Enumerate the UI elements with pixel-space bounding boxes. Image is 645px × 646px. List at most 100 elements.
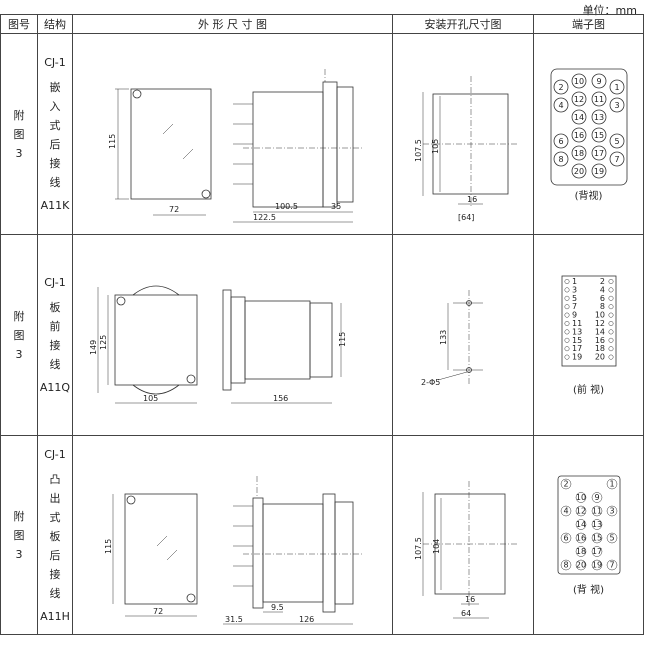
dim-text: 105 — [143, 394, 158, 403]
terminal-number: 10 — [573, 77, 583, 86]
fig-char: 附 — [13, 509, 25, 523]
terminal-number: 7 — [609, 560, 614, 569]
dim-text: 72 — [153, 607, 163, 616]
fig-char: 图 — [13, 328, 25, 342]
fig-char: 图 — [13, 528, 25, 542]
mount-drawing-3: 107.5 104 16 64 — [392, 435, 534, 635]
terminal-circle — [591, 518, 602, 530]
header-outline: 外 形 尺 寸 图 — [72, 14, 393, 34]
view-label: (背 视) — [573, 584, 604, 596]
dim-text: 149 — [89, 340, 98, 355]
terminal-circle — [608, 312, 613, 318]
terminal-number: 12 — [573, 95, 583, 104]
terminal-frame — [550, 68, 627, 185]
terminal-circle — [571, 109, 586, 124]
table-row: 附 图 3 CJ-1 凸 出 式 板 后 接 线 A11H 115 72 — [0, 435, 644, 635]
terminal-number: 17 — [572, 344, 582, 353]
terminal-circle — [609, 151, 624, 166]
fig-char: 3 — [15, 146, 23, 160]
struct-cell: CJ-1 嵌 入 式 后 接 线 A11K — [37, 33, 73, 235]
terminal-circle — [606, 532, 617, 543]
struct-char: 式 — [49, 119, 61, 132]
struct-char: 接 — [49, 567, 61, 581]
dim-text: 115 — [338, 332, 347, 347]
terminal-circle — [608, 328, 613, 334]
dim-text: 107.5 — [414, 139, 423, 162]
terminal-frame — [561, 275, 616, 366]
terminal-number: 20 — [575, 560, 585, 569]
spec-table: 图号 结构 外 形 尺 寸 图 安装开孔尺寸图 端子图 附 图 3 CJ-1 嵌… — [0, 14, 644, 635]
terminal-circle — [571, 163, 586, 178]
terminal-circle — [591, 545, 602, 557]
dim-text: 16 — [467, 195, 477, 204]
terminal-circle — [591, 532, 602, 543]
terminal-number: 13 — [593, 113, 603, 122]
terminal-circle — [608, 320, 613, 326]
code-label: A11H — [40, 609, 70, 623]
mount-drawing-1: 107.5 105 16 [64] — [392, 33, 534, 235]
terminal-number: 10 — [575, 493, 585, 502]
terminal-number: 11 — [591, 506, 601, 515]
dim-text: 104 — [432, 539, 441, 554]
terminal-circle — [591, 91, 606, 106]
terminal-number: 1 — [609, 479, 614, 488]
dim-text: 122.5 — [253, 213, 276, 222]
terminal-number: 2 — [599, 277, 604, 286]
terminal-number: 11 — [593, 95, 603, 104]
terminal-number: 12 — [575, 506, 585, 515]
dim-text: 156 — [273, 394, 288, 403]
terminal-circle — [560, 478, 571, 489]
terminal-circle — [609, 79, 624, 94]
struct-char: 出 — [49, 491, 61, 505]
terminal-circle — [564, 337, 569, 343]
terminal-circle — [591, 73, 606, 88]
struct-char: 凸 — [49, 472, 61, 486]
terminal-circle — [608, 345, 613, 351]
terminal-circle — [571, 73, 586, 88]
fig-char: 图 — [13, 127, 25, 141]
terminal-circle — [609, 97, 624, 112]
fig-cell: 附 图 3 — [0, 234, 38, 436]
table-row: 附 图 3 CJ-1 嵌 入 式 后 接 线 A11K 115 72 — [0, 33, 644, 235]
terminal-circle — [591, 145, 606, 160]
code-label: A11K — [40, 199, 70, 212]
terminal-number: 6 — [558, 137, 563, 146]
terminal-number: 2 — [563, 479, 568, 488]
dim-text: 115 — [104, 539, 113, 554]
terminal-circle — [575, 505, 586, 516]
terminal-circle — [591, 559, 602, 570]
terminal-number: 14 — [575, 520, 585, 529]
header-mount: 安装开孔尺寸图 — [392, 14, 534, 34]
fig-char: 3 — [15, 547, 23, 561]
terminal-number: 15 — [572, 335, 582, 344]
terminal-number: 1 — [572, 277, 577, 286]
header-terminal: 端子图 — [533, 14, 644, 34]
terminal-number: 18 — [594, 344, 604, 353]
terminal-number: 8 — [563, 560, 568, 569]
terminal-circle — [575, 545, 586, 557]
terminal-circle — [608, 295, 613, 301]
terminal-circle — [591, 127, 606, 142]
terminal-number: 11 — [572, 319, 582, 328]
terminal-number: 20 — [573, 167, 583, 176]
code-label: A11Q — [39, 381, 71, 394]
struct-char: 接 — [49, 339, 61, 352]
terminal-circle — [608, 286, 613, 292]
terminal-frame — [557, 475, 620, 574]
terminal-circle — [575, 532, 586, 543]
terminal-circle — [564, 345, 569, 351]
terminal-number: 14 — [594, 327, 604, 336]
dim-text: 31.5 — [225, 615, 243, 624]
terminal-number: 15 — [593, 131, 603, 140]
outline-drawing-3: 115 72 9.5 31.5 126 — [72, 435, 393, 635]
fig-cell: 附 图 3 — [0, 435, 38, 635]
terminal-number: 16 — [573, 131, 583, 140]
terminal-number: 7 — [572, 302, 577, 311]
terminal-number: 19 — [593, 167, 603, 176]
struct-char: 板 — [49, 301, 61, 314]
struct-char: 式 — [49, 510, 61, 524]
